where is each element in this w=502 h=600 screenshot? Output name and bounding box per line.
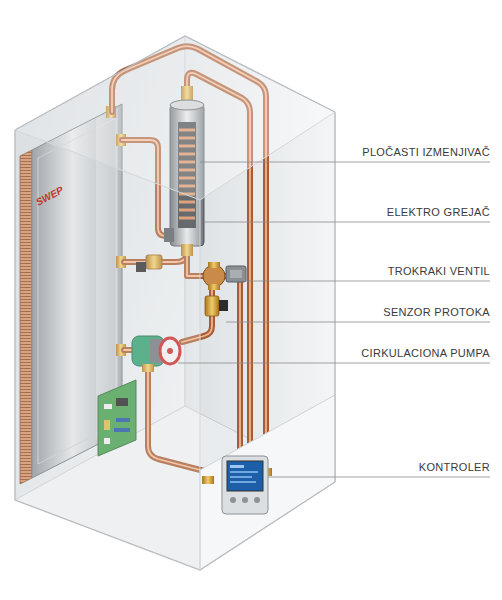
front-panels	[15, 36, 335, 200]
controller-unit	[230, 476, 252, 478]
controller-unit	[222, 456, 268, 514]
pipe-fittings	[202, 476, 214, 484]
controller-unit	[230, 497, 236, 503]
leader-lines	[204, 222, 490, 223]
three-way-valve	[203, 262, 246, 290]
front-panels	[15, 36, 335, 570]
part-label: CIRKULACIONA PUMPA	[290, 346, 490, 360]
three-way-valve	[208, 262, 220, 268]
three-way-valve	[208, 284, 220, 290]
flow-sensor	[205, 296, 219, 316]
three-way-valve	[203, 265, 225, 287]
three-way-valve	[230, 270, 242, 278]
leader-lines	[200, 162, 490, 163]
part-label: ELEKTRO GREJAČ	[290, 205, 490, 219]
part-label: KONTROLER	[290, 460, 490, 474]
leader-lines	[244, 281, 490, 282]
controller-unit	[230, 471, 258, 473]
flow-sensor	[205, 296, 228, 316]
part-label: PLOČASTI IZMENJIVAČ	[290, 145, 490, 159]
cabinet-back	[15, 36, 335, 570]
controller-unit	[254, 497, 260, 503]
controller-unit	[230, 481, 256, 483]
controller-unit	[242, 497, 248, 503]
front-panels	[15, 36, 335, 570]
front-panels	[15, 130, 200, 570]
three-way-valve	[226, 266, 246, 282]
controller-unit	[227, 461, 263, 491]
leader-lines	[178, 162, 490, 477]
part-label: TROKRAKI VENTIL	[290, 264, 490, 278]
front-panels	[15, 112, 335, 570]
front-panels	[200, 395, 335, 570]
leader-lines	[178, 363, 490, 364]
flow-sensor	[219, 300, 228, 311]
controller-unit	[222, 456, 268, 514]
controller-unit	[230, 465, 244, 468]
part-label: SENZOR PROTOKA	[290, 305, 490, 319]
leader-lines	[226, 322, 490, 323]
leader-lines	[268, 477, 490, 478]
